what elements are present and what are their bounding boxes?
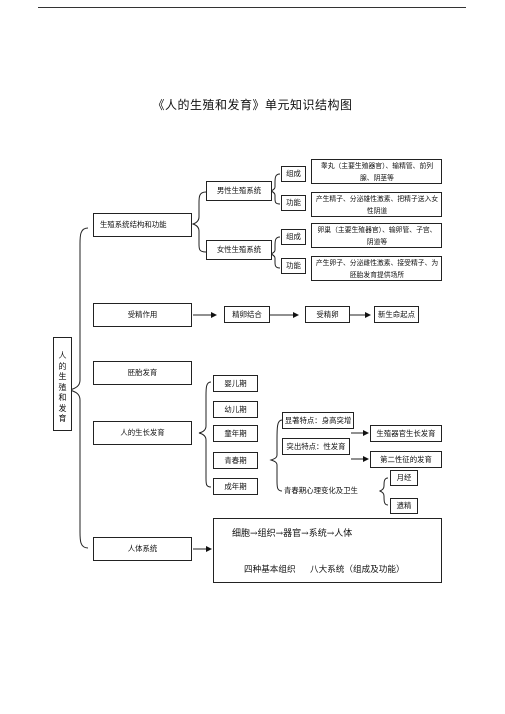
- arrow-icon: →: [275, 529, 284, 539]
- puberty-hygiene-label: 青春期心理变化及卫生: [284, 486, 358, 495]
- stages-brace: [198, 381, 212, 488]
- stage-box: 婴儿期: [213, 375, 258, 392]
- stage-box: 成年期: [213, 478, 258, 495]
- body-chain: 细胞→组织→器官→系统→人体: [232, 526, 352, 539]
- puberty-feature-sex: 突出特点：性发育: [282, 438, 350, 455]
- body-system-panel: 细胞→组织→器官→系统→人体 四种基本组织 八大系统（组成及功能）: [213, 518, 442, 583]
- arrow-icon: →: [326, 529, 335, 539]
- menstruation-box: 月经: [390, 470, 418, 486]
- root-char: 生: [58, 372, 67, 381]
- body-chain-item: 细胞: [232, 529, 251, 539]
- body-chain-item: 人体: [334, 529, 353, 539]
- female-brace: [269, 236, 281, 269]
- male-composition-text: 睾丸（主要生殖器官）、输精管、前列腺、阴茎等: [311, 159, 442, 184]
- four-tissues-label: 四种基本组织: [244, 565, 296, 575]
- fertilization-step: 精卵结合: [224, 306, 270, 323]
- stage-box: 幼儿期: [213, 401, 258, 418]
- branch-fertilization: 受精作用: [93, 303, 192, 327]
- root-box: 人 的 生 殖 和 发 育: [53, 337, 72, 431]
- root-char: 育: [58, 414, 67, 423]
- eight-systems-label: 八大系统（组成及功能）: [310, 565, 405, 575]
- branch-body-system: 人体系统: [93, 537, 192, 561]
- puberty-result-secondary: 第二性征的发育: [370, 451, 442, 468]
- arrow-icon: →: [250, 529, 258, 539]
- arrow-icon: →: [301, 529, 309, 539]
- root-char: 和: [58, 393, 67, 402]
- top-rule: [38, 7, 466, 8]
- body-chain-item: 器官: [283, 529, 302, 539]
- stage-box: 青春期: [213, 452, 258, 469]
- male-function-text: 产生精子、分泌雄性激素、把精子送入女性阴道: [311, 192, 442, 217]
- male-system-box: 男性生殖系统: [206, 181, 272, 201]
- stage-box: 童年期: [213, 425, 258, 442]
- branch-reproductive-system: 生殖系统结构和功能: [93, 213, 192, 237]
- fertilization-step: 受精卵: [305, 306, 350, 323]
- root-char: 殖: [58, 382, 67, 392]
- female-function-tag: 功能: [281, 258, 306, 274]
- male-composition-tag: 组成: [281, 166, 306, 182]
- puberty-brace: [269, 419, 283, 492]
- female-function-text: 产生卵子、分泌雌性激素、接受精子、为胚胎发育提供场所: [311, 256, 442, 281]
- root-char: 的: [58, 361, 67, 371]
- body-chain-item: 组织: [257, 529, 276, 539]
- female-system-box: 女性生殖系统: [206, 240, 272, 260]
- hygiene-brace: [378, 477, 389, 506]
- repro-brace: [191, 191, 207, 253]
- puberty-result-organs: 生殖器官生长发育: [370, 425, 442, 442]
- female-composition-tag: 组成: [281, 229, 306, 245]
- puberty-feature-height: 显著特点：身高突增: [282, 412, 354, 429]
- page-title: 《人的生殖和发育》单元知识结构图: [152, 98, 353, 112]
- root-brace: [68, 227, 89, 549]
- female-composition-text: 卵巢（主要生殖器官）、输卵管、子宫、阴道等: [311, 223, 442, 248]
- fertilization-step: 新生命起点: [374, 306, 419, 323]
- male-function-tag: 功能: [281, 195, 306, 211]
- body-chain-item: 系统: [308, 529, 327, 539]
- root-char: 发: [58, 403, 67, 413]
- emission-box: 遗精: [390, 498, 418, 514]
- branch-growth: 人的生长发育: [93, 421, 192, 445]
- male-brace: [269, 173, 281, 205]
- branch-embryo: 胚胎发育: [93, 361, 192, 385]
- root-char: 人: [58, 351, 67, 360]
